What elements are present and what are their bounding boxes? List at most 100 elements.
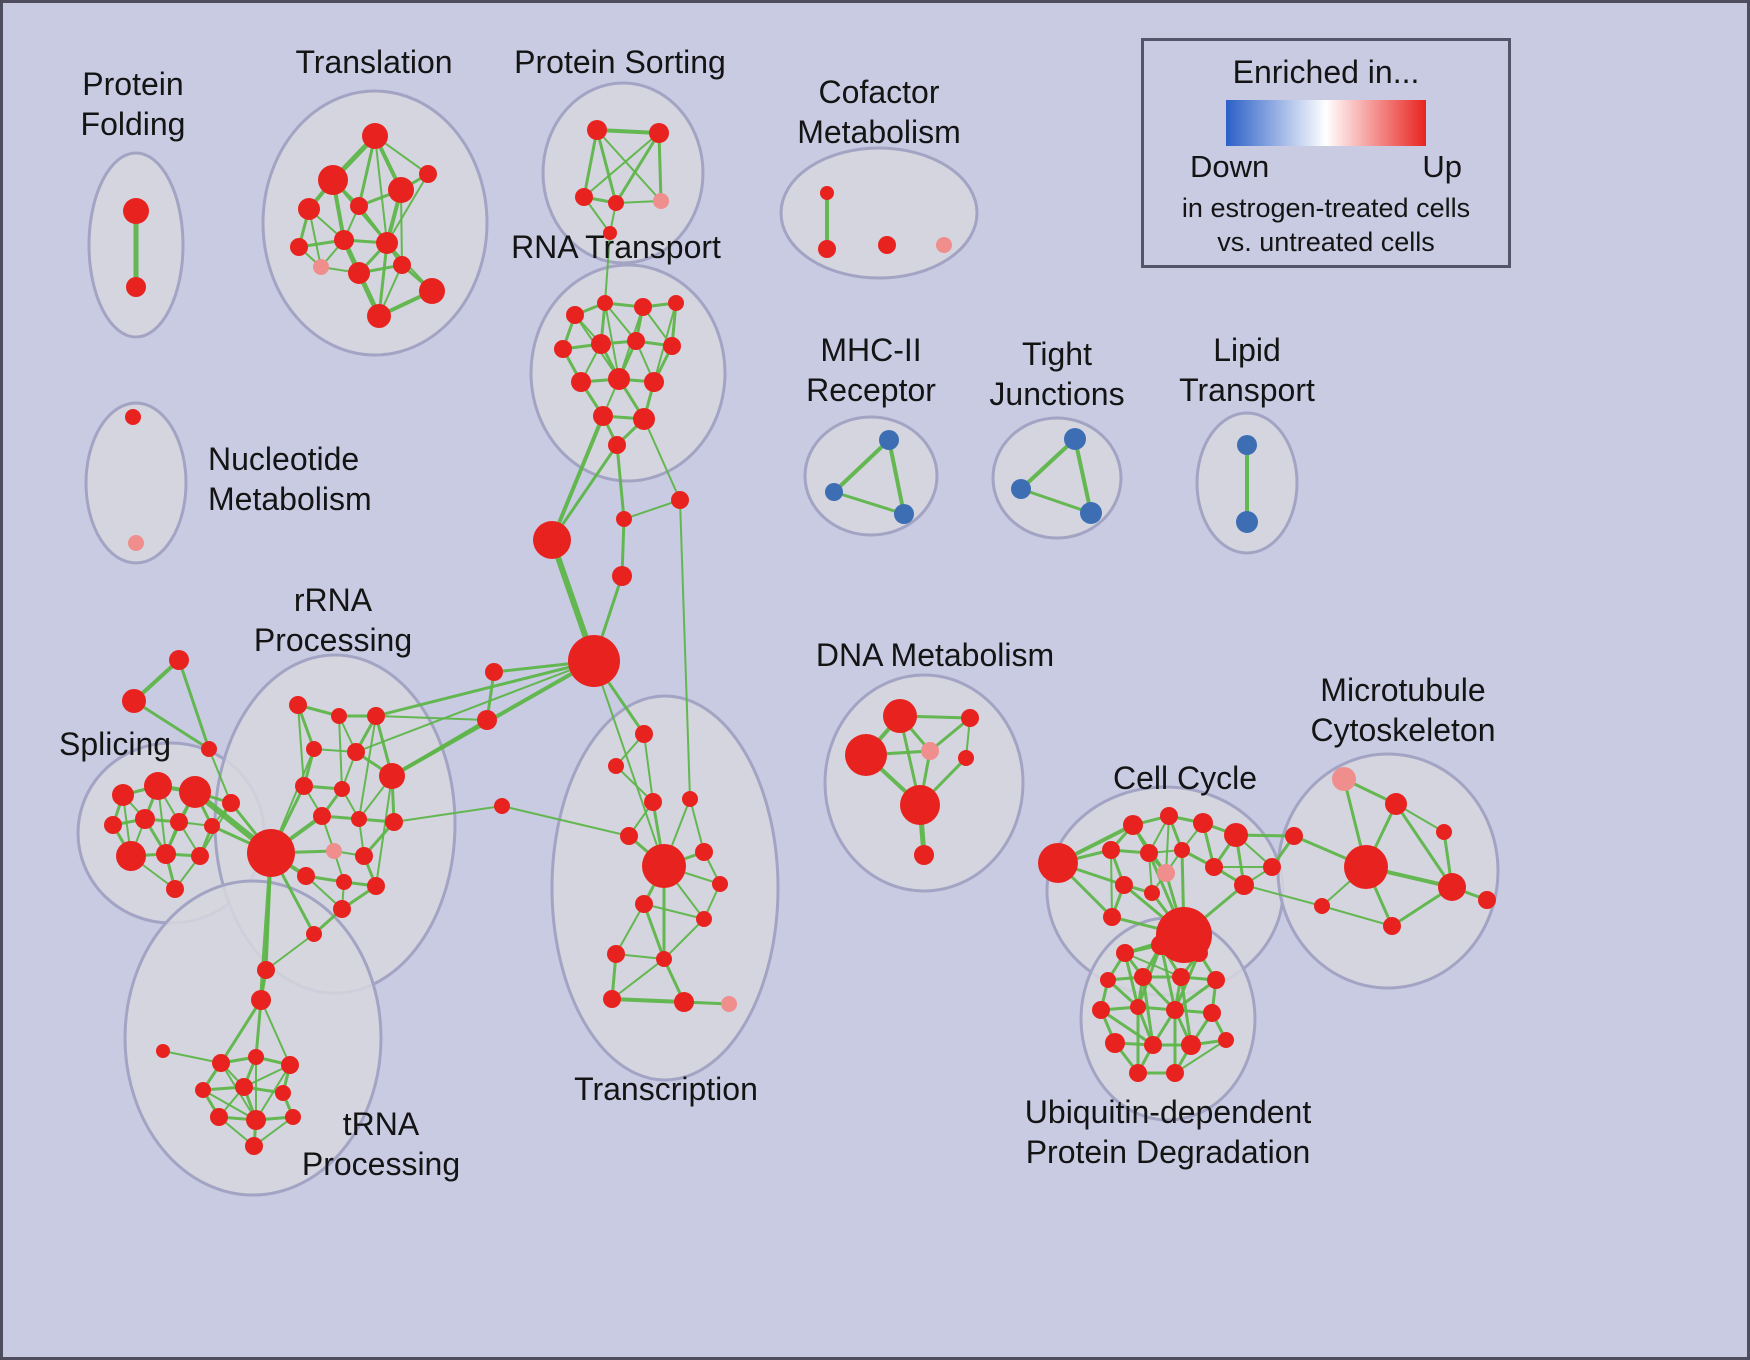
- gene-set-node-protein-folding[interactable]: [123, 198, 149, 224]
- gene-set-node-translation[interactable]: [313, 259, 329, 275]
- gene-set-node-rna-transport[interactable]: [627, 332, 645, 350]
- gene-set-node-translation[interactable]: [298, 198, 320, 220]
- gene-set-node-transcription[interactable]: [607, 945, 625, 963]
- gene-set-node-cell-cycle[interactable]: [1123, 815, 1143, 835]
- gene-set-node-ubiquitin-degradation[interactable]: [1144, 1036, 1162, 1054]
- gene-set-node-mhc-ii-receptor[interactable]: [825, 483, 843, 501]
- gene-set-node-connector[interactable]: [477, 710, 497, 730]
- gene-set-node-transcription[interactable]: [642, 844, 686, 888]
- gene-set-node-transcription[interactable]: [635, 725, 653, 743]
- gene-set-node-cell-cycle[interactable]: [1140, 844, 1158, 862]
- gene-set-node-lipid-transport[interactable]: [1237, 435, 1257, 455]
- gene-set-node-splicing[interactable]: [144, 772, 172, 800]
- gene-set-node-cell-cycle[interactable]: [1115, 876, 1133, 894]
- gene-set-node-rrna-processing[interactable]: [289, 696, 307, 714]
- gene-set-node-translation[interactable]: [367, 304, 391, 328]
- gene-set-node-cell-cycle[interactable]: [1263, 858, 1281, 876]
- gene-set-node-protein-sorting[interactable]: [608, 195, 624, 211]
- gene-set-node-splicing[interactable]: [166, 880, 184, 898]
- gene-set-node-rrna-processing[interactable]: [347, 743, 365, 761]
- gene-set-node-splicing[interactable]: [156, 844, 176, 864]
- gene-set-node-ubiquitin-degradation[interactable]: [1151, 935, 1171, 955]
- gene-set-node-protein-sorting[interactable]: [587, 120, 607, 140]
- gene-set-node-connector[interactable]: [568, 635, 620, 687]
- gene-set-node-splicing[interactable]: [135, 809, 155, 829]
- gene-set-node-rna-transport[interactable]: [634, 298, 652, 316]
- gene-set-node-rrna-processing[interactable]: [333, 900, 351, 918]
- gene-set-node-microtubule-cytoskeleton[interactable]: [1332, 767, 1356, 791]
- gene-set-node-cell-cycle[interactable]: [1157, 864, 1175, 882]
- gene-set-node-translation[interactable]: [419, 165, 437, 183]
- gene-set-node-rrna-processing[interactable]: [379, 763, 405, 789]
- gene-set-node-connector[interactable]: [122, 689, 146, 713]
- gene-set-node-nucleotide-metabolism[interactable]: [128, 535, 144, 551]
- gene-set-node-lipid-transport[interactable]: [1236, 511, 1258, 533]
- gene-set-node-trna-processing[interactable]: [210, 1108, 228, 1126]
- gene-set-node-tight-junctions[interactable]: [1011, 479, 1031, 499]
- gene-set-node-connector[interactable]: [616, 511, 632, 527]
- gene-set-node-ubiquitin-degradation[interactable]: [1166, 1064, 1184, 1082]
- gene-set-node-cell-cycle[interactable]: [1174, 842, 1190, 858]
- gene-set-node-ubiquitin-degradation[interactable]: [1181, 1035, 1201, 1055]
- gene-set-node-connector[interactable]: [612, 566, 632, 586]
- gene-set-node-microtubule-cytoskeleton[interactable]: [1385, 793, 1407, 815]
- gene-set-node-trna-processing[interactable]: [156, 1044, 170, 1058]
- gene-set-node-rrna-processing[interactable]: [326, 843, 342, 859]
- gene-set-node-translation[interactable]: [388, 177, 414, 203]
- gene-set-node-microtubule-cytoskeleton[interactable]: [1438, 873, 1466, 901]
- gene-set-node-rrna-processing[interactable]: [385, 813, 403, 831]
- gene-set-node-tight-junctions[interactable]: [1064, 428, 1086, 450]
- gene-set-node-rrna-processing[interactable]: [367, 877, 385, 895]
- gene-set-node-connector[interactable]: [201, 741, 217, 757]
- gene-set-node-transcription[interactable]: [620, 827, 638, 845]
- gene-set-node-tight-junctions[interactable]: [1080, 502, 1102, 524]
- gene-set-node-protein-sorting[interactable]: [575, 188, 593, 206]
- gene-set-node-rna-transport[interactable]: [633, 408, 655, 430]
- gene-set-node-transcription[interactable]: [682, 791, 698, 807]
- gene-set-node-trna-processing[interactable]: [251, 990, 271, 1010]
- gene-set-node-cell-cycle[interactable]: [1205, 858, 1223, 876]
- gene-set-node-protein-sorting[interactable]: [603, 226, 617, 240]
- gene-set-node-ubiquitin-degradation[interactable]: [1172, 968, 1190, 986]
- gene-set-node-trna-processing[interactable]: [248, 1049, 264, 1065]
- gene-set-node-protein-sorting[interactable]: [649, 123, 669, 143]
- gene-set-node-splicing[interactable]: [170, 813, 188, 831]
- gene-set-node-mhc-ii-receptor[interactable]: [879, 430, 899, 450]
- gene-set-node-rna-transport[interactable]: [608, 436, 626, 454]
- gene-set-node-dna-metabolism[interactable]: [883, 699, 917, 733]
- gene-set-node-splicing[interactable]: [112, 784, 134, 806]
- gene-set-node-splicing[interactable]: [116, 841, 146, 871]
- gene-set-node-cell-cycle[interactable]: [1193, 813, 1213, 833]
- gene-set-node-connector[interactable]: [533, 521, 571, 559]
- gene-set-node-ubiquitin-degradation[interactable]: [1130, 999, 1146, 1015]
- gene-set-node-translation[interactable]: [334, 230, 354, 250]
- gene-set-node-rna-transport[interactable]: [566, 306, 584, 324]
- gene-set-node-ubiquitin-degradation[interactable]: [1092, 1001, 1110, 1019]
- gene-set-node-trna-processing[interactable]: [245, 1137, 263, 1155]
- gene-set-node-cofactor-metabolism[interactable]: [936, 237, 952, 253]
- gene-set-node-translation[interactable]: [318, 165, 348, 195]
- gene-set-node-transcription[interactable]: [644, 793, 662, 811]
- gene-set-node-transcription[interactable]: [656, 951, 672, 967]
- gene-set-node-ubiquitin-degradation[interactable]: [1207, 971, 1225, 989]
- gene-set-node-rrna-processing[interactable]: [306, 741, 322, 757]
- gene-set-node-rrna-processing[interactable]: [297, 867, 315, 885]
- gene-set-node-rna-transport[interactable]: [591, 334, 611, 354]
- gene-set-node-cofactor-metabolism[interactable]: [878, 236, 896, 254]
- gene-set-node-dna-metabolism[interactable]: [958, 750, 974, 766]
- gene-set-node-trna-processing[interactable]: [246, 1110, 266, 1130]
- gene-set-node-protein-sorting[interactable]: [653, 193, 669, 209]
- gene-set-node-rrna-processing[interactable]: [295, 777, 313, 795]
- gene-set-node-microtubule-cytoskeleton[interactable]: [1383, 917, 1401, 935]
- gene-set-node-translation[interactable]: [376, 232, 398, 254]
- gene-set-node-microtubule-cytoskeleton[interactable]: [1285, 827, 1303, 845]
- gene-set-node-cell-cycle[interactable]: [1103, 908, 1121, 926]
- gene-set-node-connector[interactable]: [485, 663, 503, 681]
- gene-set-node-transcription[interactable]: [696, 911, 712, 927]
- gene-set-node-cell-cycle[interactable]: [1102, 841, 1120, 859]
- gene-set-node-rrna-processing[interactable]: [334, 781, 350, 797]
- gene-set-node-rna-transport[interactable]: [571, 372, 591, 392]
- gene-set-node-translation[interactable]: [290, 238, 308, 256]
- gene-set-node-rna-transport[interactable]: [663, 337, 681, 355]
- gene-set-node-transcription[interactable]: [712, 876, 728, 892]
